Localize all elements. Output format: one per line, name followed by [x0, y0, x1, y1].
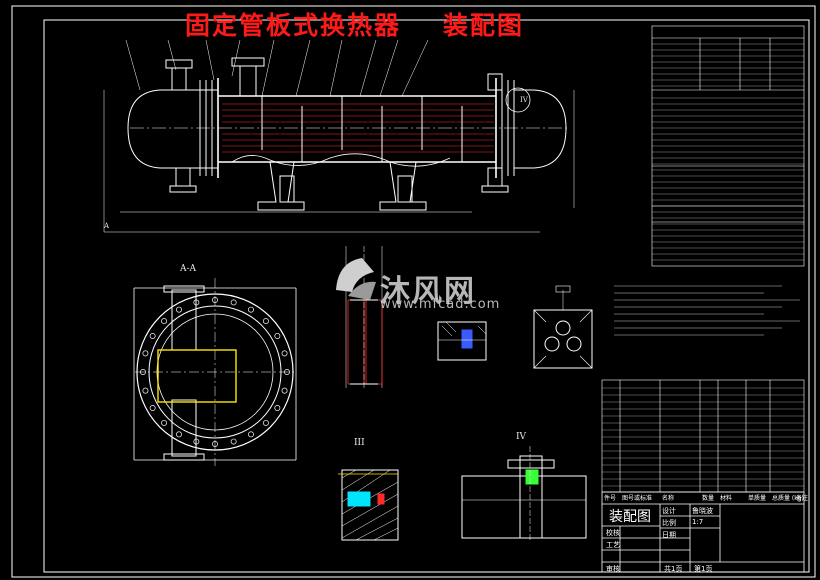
nozzle-right-top — [487, 73, 503, 91]
tb-scale-label: 比例 — [662, 519, 676, 527]
tb-sheet-no: 第1页 — [694, 565, 713, 573]
bom-header-cell: 单质量 — [748, 495, 767, 502]
nozzle-right-bottom — [487, 167, 503, 187]
bolt-hole — [176, 431, 182, 438]
detail-iv-label: IV — [516, 432, 527, 442]
bom-header-cell: 数量 — [702, 495, 715, 502]
callout-iv-label: IV — [520, 96, 528, 104]
bolt-hole — [274, 405, 281, 411]
bom-header-cell: 备注 — [796, 495, 809, 502]
title-block-frame — [601, 491, 805, 573]
left-head — [127, 89, 218, 169]
tb-design-label: 设计 — [662, 507, 676, 515]
tb-check-label: 校核 — [606, 529, 620, 537]
main-elevation-view — [103, 39, 575, 233]
table-row-lines — [652, 43, 804, 261]
tb-process-label: 工艺 — [606, 541, 620, 549]
bolt-hole — [284, 369, 290, 375]
watermark-logo — [336, 258, 376, 300]
detail-iii-label: III — [354, 438, 365, 448]
watermark-brand: 沐风网 — [380, 274, 476, 309]
bolt-hole — [193, 438, 200, 445]
nozzle-shell-inlet — [239, 65, 257, 97]
bolt-hole — [193, 299, 200, 306]
tb-approve-label: 审核 — [606, 565, 620, 573]
bolt-hole — [142, 387, 149, 394]
bolt-hole — [230, 438, 237, 445]
bom-header-cell: 名称 — [662, 495, 675, 502]
bolt-hole — [176, 306, 182, 313]
bolt-hole — [149, 333, 156, 339]
bolt-hole — [140, 369, 146, 375]
baffles — [261, 96, 463, 162]
bom-header-cell: 材料 — [720, 495, 733, 502]
title-main: 固定管板式换热器 — [185, 11, 402, 40]
detail-iv-view — [461, 446, 587, 540]
pass-partition — [157, 349, 237, 403]
title-sub: 装配图 — [443, 11, 525, 40]
bolt-hole — [248, 306, 254, 313]
technical-notes-lines — [614, 285, 800, 336]
aa-nozzle-bottom — [171, 399, 197, 457]
section-a-a-label: A-A — [180, 264, 197, 274]
inner-frame — [43, 19, 810, 573]
break-line — [231, 153, 451, 167]
bolt-hole — [274, 333, 281, 339]
bolt-hole — [230, 299, 237, 306]
tb-sheet-total: 共1页 — [664, 565, 683, 573]
bolt-hole — [281, 387, 288, 394]
section-a-a-view — [133, 278, 297, 466]
tube-bundle — [222, 103, 494, 153]
saddle-left — [257, 161, 305, 211]
bolt-hole — [262, 419, 269, 426]
bolt-hole — [212, 441, 218, 447]
bolt-hole — [248, 431, 254, 438]
bom-row-lines — [602, 387, 804, 487]
detail-iii-view — [338, 469, 399, 541]
view-mark-label: A — [104, 222, 110, 230]
detail-iv-callout — [505, 87, 531, 113]
title-block-name: 装配图 — [609, 509, 651, 525]
bolt-hole — [142, 350, 149, 357]
bom-header-cell: 总质量 (kg) — [772, 495, 804, 502]
weld-blue-mark — [461, 329, 473, 349]
bolt-holes — [140, 297, 290, 447]
bom-header-cell: 件号 — [604, 495, 617, 502]
bolt-hole — [149, 405, 156, 411]
bolt-hole — [262, 318, 269, 325]
detail-tube-layout — [533, 285, 593, 369]
parts-list-table — [601, 379, 805, 493]
drawing-title: 固定管板式换热器 装配图 — [185, 6, 524, 42]
leader-lines — [125, 39, 429, 97]
tb-scale-value: 1:7 — [692, 518, 704, 526]
bolt-hole — [161, 419, 168, 426]
tb-check-value: 日期 — [662, 531, 676, 539]
tb-design-value: 鲁晓波 — [692, 507, 713, 515]
detail-weld-view — [437, 321, 487, 361]
bolt-hole — [212, 297, 218, 303]
bom-header-cell: 图号或标准 — [622, 495, 653, 502]
watermark-url: www.mfcad.com — [380, 297, 501, 312]
detail-iii-cyan-mark — [347, 491, 371, 507]
aa-nozzle-top — [171, 289, 197, 351]
bolt-hole — [281, 350, 288, 357]
detail-iv-green-mark — [525, 469, 539, 485]
nozzle-left-bottom — [175, 167, 191, 187]
saddle-right — [379, 161, 427, 211]
nozzle-left-top — [171, 67, 187, 91]
outer-frame — [11, 5, 816, 578]
bolt-hole — [161, 318, 168, 325]
